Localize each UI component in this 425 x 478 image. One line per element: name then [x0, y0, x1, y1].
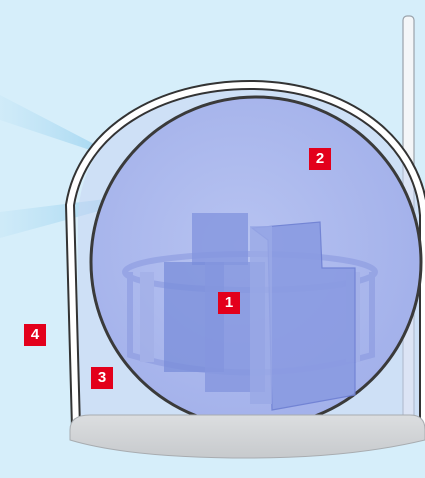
marker-2: 2	[309, 148, 331, 170]
marker-1: 1	[218, 292, 240, 314]
marker-4: 4	[24, 324, 46, 346]
base-platform	[70, 415, 425, 458]
marker-3: 3	[91, 367, 113, 389]
